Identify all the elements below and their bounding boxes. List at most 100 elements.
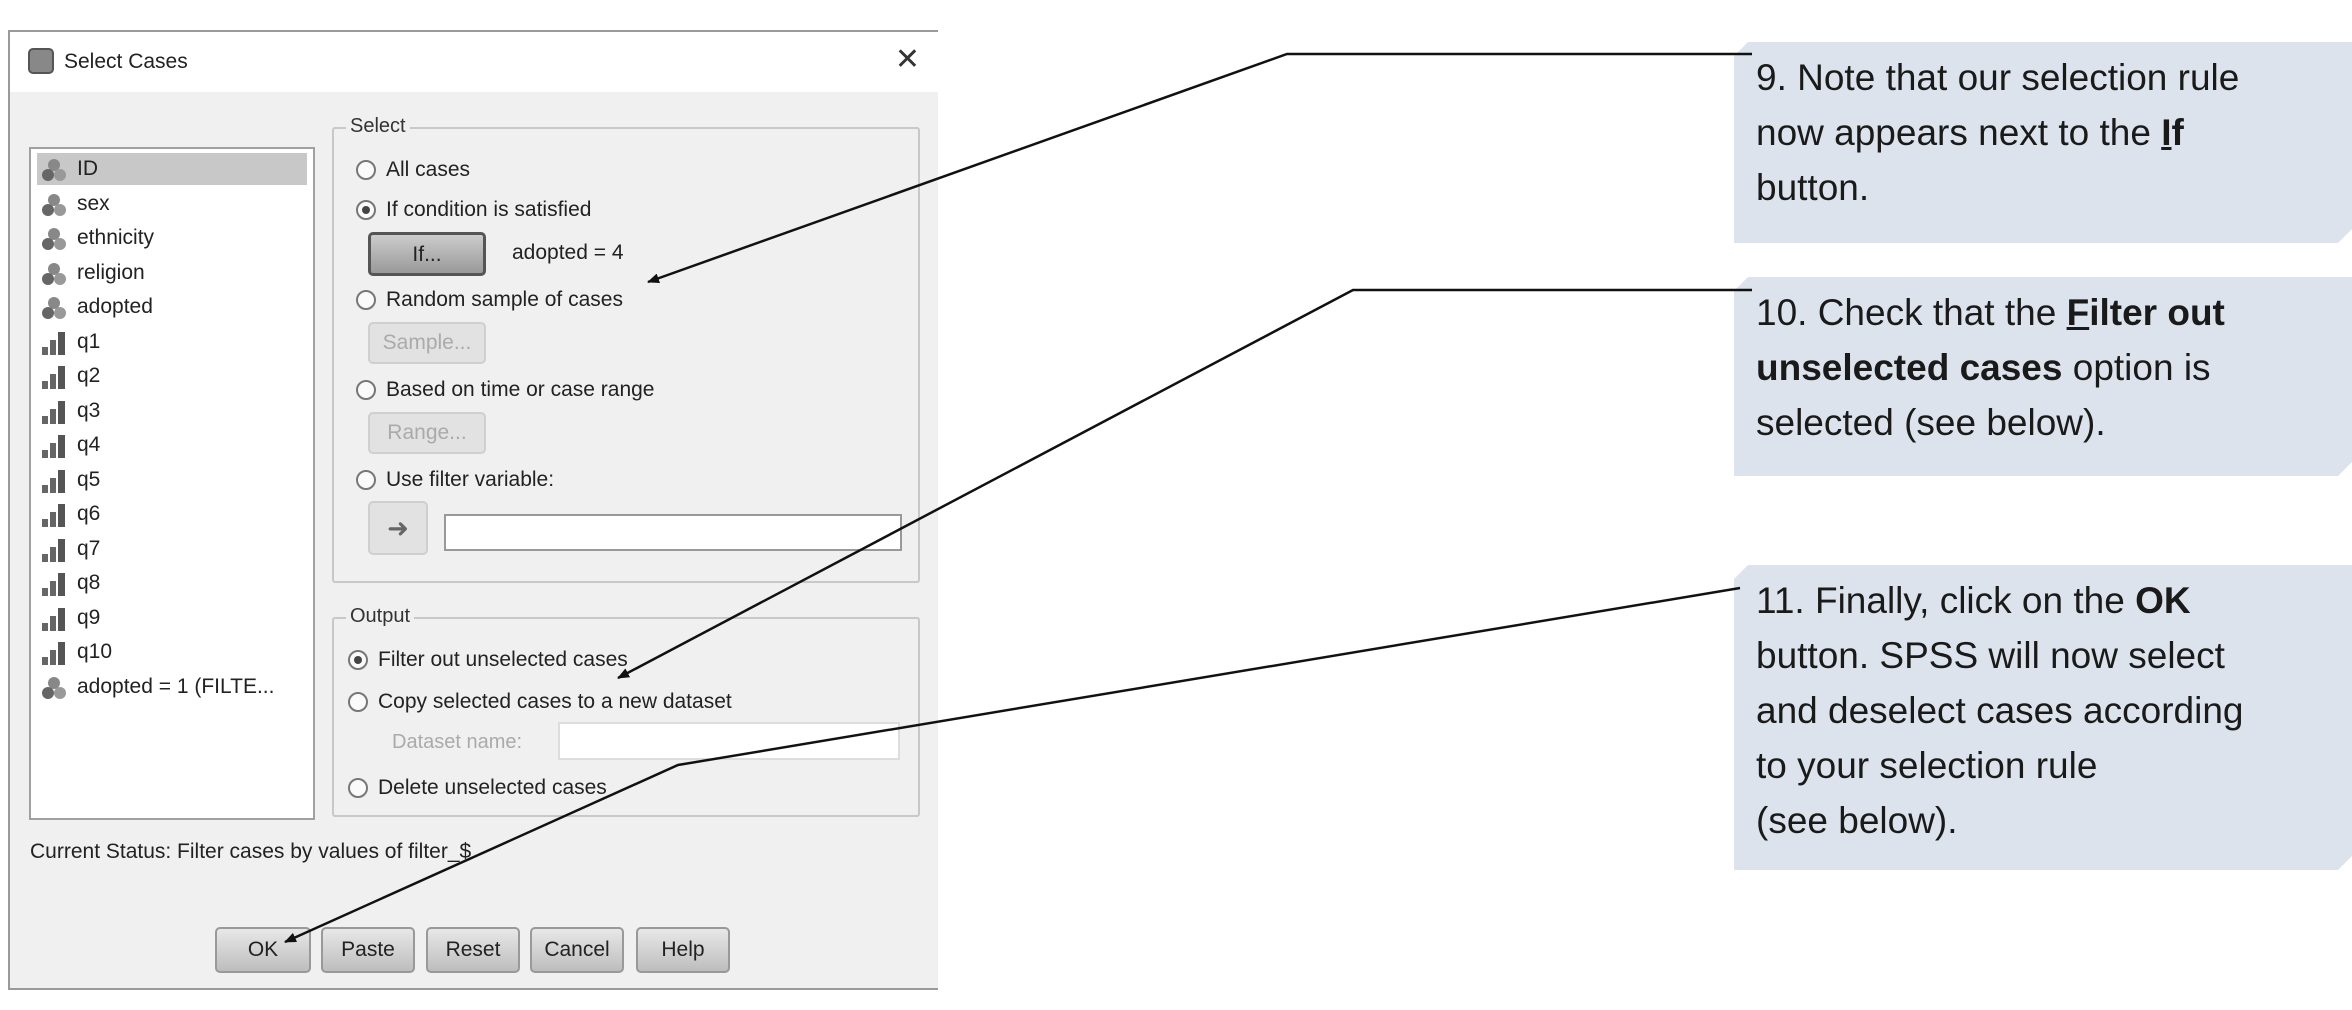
select-cases-dialog: Select Cases ✕ ID sex ethnicity religion ado… <box>8 30 938 990</box>
variable-list-item[interactable]: q1 <box>37 326 307 358</box>
variable-name: q4 <box>77 433 101 456</box>
variable-name: q2 <box>77 364 101 387</box>
radio-label: Copy selected cases to a new dataset <box>378 690 732 713</box>
variable-list-item[interactable]: q2 <box>37 360 307 392</box>
select-legend: Select <box>346 115 410 138</box>
variable-name: ethnicity <box>77 226 155 249</box>
note-bold: unselected cases <box>1756 347 2063 388</box>
dataset-name-field[interactable] <box>558 722 900 760</box>
filter-variable-field[interactable] <box>444 514 902 551</box>
note-text: option is <box>2062 347 2211 388</box>
radio-if-condition[interactable]: If condition is satisfied <box>356 197 591 223</box>
cancel-button[interactable]: Cancel <box>530 927 624 973</box>
variable-name: religion <box>77 260 145 284</box>
dialog-title: Select Cases <box>64 50 188 73</box>
variable-name: q5 <box>77 467 101 491</box>
radio-label: Delete unselected cases <box>378 776 607 799</box>
radio-icon <box>348 692 368 712</box>
variable-list[interactable]: ID sex ethnicity religion adopted q1 q2 q3 q4 q5 q… <box>29 147 315 820</box>
move-arrow-button[interactable]: ➜ <box>368 501 428 555</box>
variable-name: q10 <box>77 640 113 663</box>
radio-icon <box>356 160 376 180</box>
spss-app-icon <box>28 48 54 74</box>
variable-list-item[interactable]: sex <box>37 188 307 220</box>
output-legend: Output <box>346 605 415 628</box>
variable-list-item[interactable]: q3 <box>37 395 307 427</box>
radio-all-cases[interactable]: All cases <box>356 157 470 183</box>
note-text: to your selection rule <box>1756 745 2098 786</box>
note-bold: I <box>2161 112 2172 153</box>
radio-icon <box>356 380 376 400</box>
variable-name: q3 <box>77 398 101 422</box>
variable-list-item[interactable]: religion <box>37 257 307 289</box>
reset-button[interactable]: Reset <box>426 927 520 973</box>
scale-variable-icon <box>41 572 67 596</box>
scale-variable-icon <box>41 331 67 355</box>
variable-list-item[interactable]: q5 <box>37 464 307 496</box>
variable-list-item[interactable]: adopted = 1 (FILTE... <box>37 671 307 703</box>
variable-list-item[interactable]: q8 <box>37 567 307 599</box>
variable-list-item[interactable]: q7 <box>37 533 307 565</box>
dataset-name-label: Dataset name: <box>392 731 523 753</box>
variable-list-item[interactable]: ethnicity <box>37 222 307 254</box>
note-text: and deselect cases according <box>1756 690 2244 731</box>
note-text: 9. Note that our selection rule <box>1756 57 2240 98</box>
range-button[interactable]: Range... <box>368 412 486 454</box>
radio-filter-out[interactable]: Filter out unselected cases <box>348 647 628 673</box>
radio-icon <box>356 470 376 490</box>
nominal-variable-icon <box>41 676 67 700</box>
radio-label: Random sample of cases <box>386 288 623 311</box>
arrow-right-icon: ➜ <box>387 513 409 543</box>
note-text: selected (see below). <box>1756 402 2106 443</box>
close-icon[interactable]: ✕ <box>894 43 920 76</box>
callout-arrow-10 <box>617 288 1752 680</box>
variable-list-item[interactable]: adopted <box>37 291 307 323</box>
scale-variable-icon <box>41 641 67 665</box>
nominal-variable-icon <box>41 158 67 182</box>
variable-list-item[interactable]: q6 <box>37 498 307 530</box>
note-text: (see below). <box>1756 800 1958 841</box>
variable-list-item[interactable]: q9 <box>37 602 307 634</box>
callout-arrow-11 <box>284 586 1741 944</box>
radio-label: Based on time or case range <box>386 378 655 401</box>
condition-text: adopted = 4 <box>512 241 624 264</box>
nominal-variable-icon <box>41 262 67 286</box>
scale-variable-icon <box>41 400 67 424</box>
radio-label: All cases <box>386 158 471 181</box>
variable-name: adopted <box>77 295 153 318</box>
radio-random-sample[interactable]: Random sample of cases <box>356 287 623 313</box>
radio-label: Use filter variable: <box>386 468 555 491</box>
select-group: Select All cases If condition is satisfi… <box>332 115 920 583</box>
variable-name: q7 <box>77 536 101 560</box>
current-status: Current Status: Filter cases by values o… <box>30 840 472 863</box>
radio-delete-unselected[interactable]: Delete unselected cases <box>348 775 607 801</box>
radio-use-filter[interactable]: Use filter variable: <box>356 467 554 493</box>
nominal-variable-icon <box>41 227 67 251</box>
scale-variable-icon <box>41 469 67 493</box>
note-text: 10. Check that the <box>1756 292 2067 333</box>
note-text: button. SPSS will now select <box>1756 635 2225 676</box>
paste-button[interactable]: Paste <box>321 927 415 973</box>
variable-name: q8 <box>77 571 101 594</box>
variable-list-item[interactable]: q10 <box>37 636 307 668</box>
nominal-variable-icon <box>41 193 67 217</box>
callout-arrow-9 <box>647 52 1752 284</box>
scale-variable-icon <box>41 607 67 631</box>
help-button[interactable]: Help <box>636 927 730 973</box>
radio-copy-dataset[interactable]: Copy selected cases to a new dataset <box>348 689 732 715</box>
variable-name: adopted = 1 (FILTE... <box>77 674 275 698</box>
if-button[interactable]: If... <box>368 232 486 276</box>
nominal-variable-icon <box>41 296 67 320</box>
radio-icon <box>348 778 368 798</box>
radio-time-range[interactable]: Based on time or case range <box>356 377 655 403</box>
scale-variable-icon <box>41 365 67 389</box>
title-bar: Select Cases ✕ <box>10 32 938 92</box>
variable-list-item[interactable]: q4 <box>37 429 307 461</box>
note-text: now appears next to the <box>1756 112 2162 153</box>
radio-selected-icon <box>356 200 376 220</box>
sample-button[interactable]: Sample... <box>368 322 486 364</box>
variable-name: ID <box>77 157 98 180</box>
variable-name: q6 <box>77 502 101 525</box>
variable-list-item[interactable]: ID <box>37 153 307 185</box>
